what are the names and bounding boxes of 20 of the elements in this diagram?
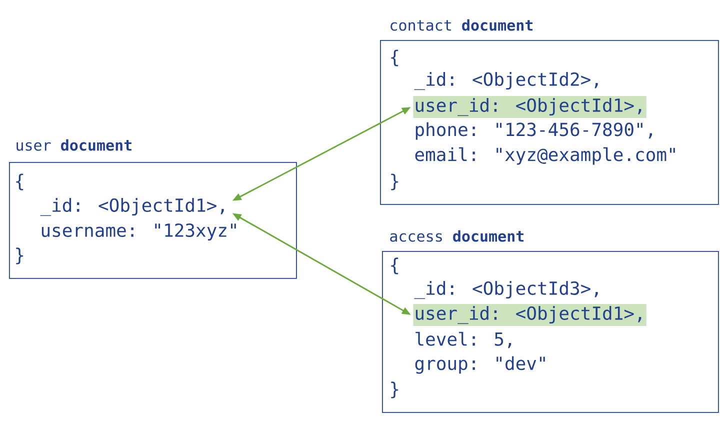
- code-line: _id: <ObjectId1>,: [40, 198, 224, 216]
- code-line: level: 5,: [416, 332, 512, 348]
- document-box: [380, 19, 719, 205]
- code-line: }: [391, 174, 398, 190]
- code-line: email: "xyz@example.com": [415, 147, 675, 165]
- box-heading: user document: [16, 139, 132, 151]
- box-heading: access document: [390, 230, 524, 242]
- box-heading: contact document: [390, 19, 533, 31]
- code-line: _id: <ObjectId3>,: [414, 281, 598, 299]
- code-line: phone: "123-456-7890",: [416, 122, 652, 140]
- code-line: _id: <ObjectId2>,: [414, 72, 598, 90]
- code-line: {: [16, 174, 24, 190]
- document-box: [382, 230, 719, 413]
- document-box: [9, 139, 297, 279]
- code-line: }: [391, 382, 398, 398]
- code-line: }: [16, 248, 24, 264]
- code-line: group: "dev": [415, 356, 545, 374]
- code-line: {: [391, 50, 398, 66]
- code-line: {: [391, 258, 398, 274]
- code-line: username: "123xyz": [42, 223, 236, 241]
